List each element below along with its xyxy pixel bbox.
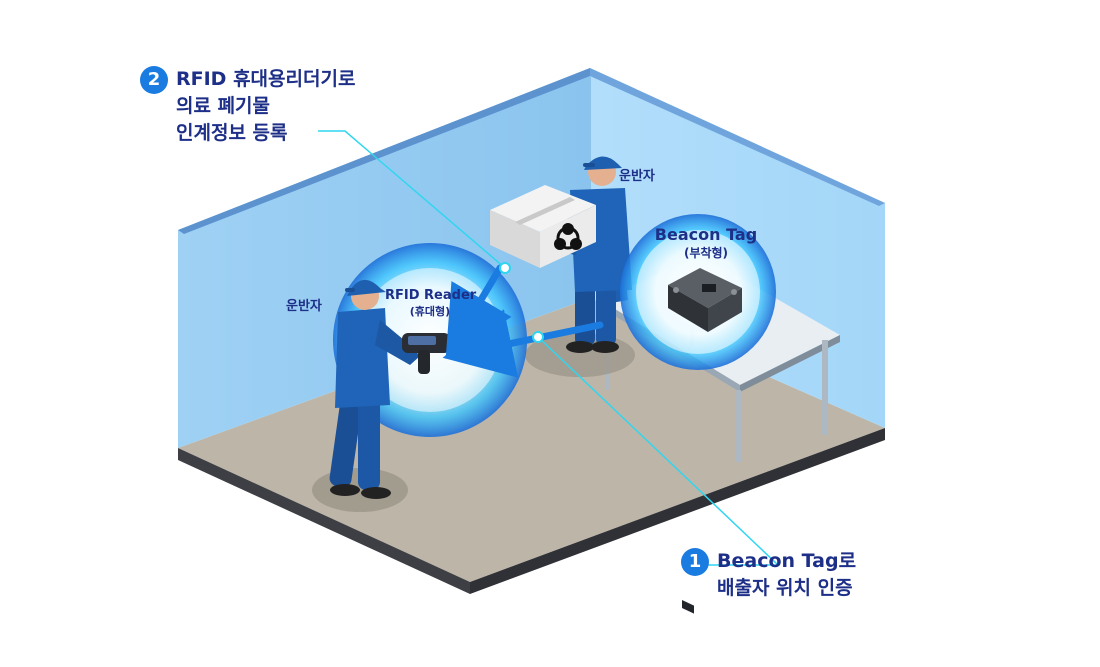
label-rfid-reader-sub: (휴대형) [409, 305, 451, 318]
floor-edge-right [470, 428, 885, 594]
wall-left-top [178, 68, 590, 234]
leader-1 [537, 336, 780, 566]
callout-number-badge: 1 [681, 548, 709, 576]
label-worker-back: 운반자 [619, 169, 655, 184]
floor-edge-left [178, 448, 470, 594]
callout-line: 배출자 위치 인증 [717, 577, 853, 599]
label-rfid-reader-title: RFID Reader [385, 288, 477, 303]
worker-front [329, 279, 420, 499]
biohazard-icon [554, 223, 582, 250]
label-rfid-reader: RFID Reader (휴대형) [385, 288, 477, 319]
label-worker-front: 운반자 [286, 299, 322, 314]
callout-number-badge: 2 [140, 66, 168, 94]
callout-line: Beacon Tag로 [717, 550, 857, 572]
label-beacon-tag-title: Beacon Tag [654, 225, 758, 244]
callout-rfid-registration: 2 RFID 휴대용리더기로 의료 폐기물 인계정보 등록 [140, 66, 355, 147]
beacon-tag-icon [668, 268, 742, 614]
callout-line: 인계정보 등록 [176, 122, 288, 144]
rfid-reader-icon [402, 333, 450, 374]
leader-1-dot [532, 331, 544, 343]
label-beacon-tag-sub: (부착형) [683, 246, 729, 260]
callout-line: 의료 폐기물 [176, 95, 271, 117]
waste-box [490, 185, 596, 268]
leader-2 [318, 130, 506, 269]
leader-2-dot [499, 262, 511, 274]
callout-leaders [318, 130, 780, 566]
label-beacon-tag: Beacon Tag (부착형) [651, 225, 761, 261]
wall-right-top [590, 68, 885, 206]
callout-beacon-auth: 1 Beacon Tag로 배출자 위치 인증 [681, 548, 856, 602]
callout-line: RFID 휴대용리더기로 [176, 68, 356, 90]
